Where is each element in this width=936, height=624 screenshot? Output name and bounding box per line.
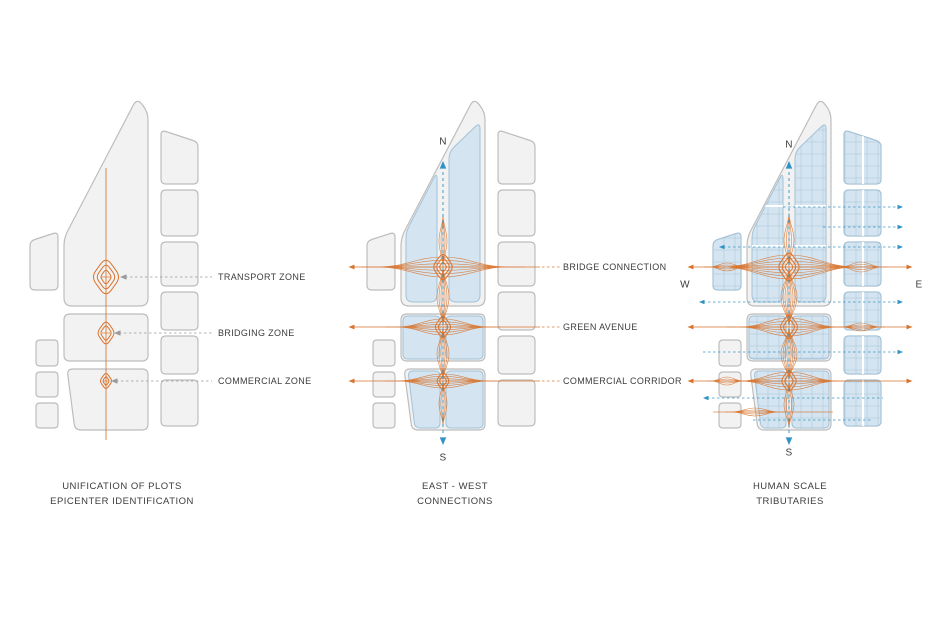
bridging-zone-marker-icon: [97, 321, 115, 345]
south-arrow-icon: [785, 437, 793, 445]
compass-north-middle: N: [439, 136, 447, 148]
compass-north-right: N: [785, 139, 793, 151]
leader-arrow-icon: [120, 274, 127, 280]
west-arrow-icon: [687, 264, 694, 270]
node-markers: [433, 253, 453, 390]
corridor-node-marker-icon: [781, 370, 797, 392]
label-leaders: [542, 266, 560, 382]
right-panel-drawing: [687, 100, 913, 445]
compass-east-right: E: [915, 279, 923, 291]
compass-south-right: S: [785, 447, 793, 459]
zone-label-transport: TRANSPORT ZONE: [218, 272, 306, 282]
epicenter-markers: [93, 259, 119, 390]
compass-west-right: W: [680, 279, 690, 291]
left-panel-drawing: [29, 100, 212, 440]
caption-line: CONNECTIONS: [417, 495, 493, 507]
compass-south-middle: S: [439, 452, 447, 464]
zone-label-commercial: COMMERCIAL ZONE: [218, 376, 312, 386]
west-arrow-icon: [687, 378, 694, 384]
connection-label-commercial-corridor: COMMERCIAL CORRIDOR: [563, 376, 682, 386]
north-arrow-icon: [439, 161, 447, 169]
corridor-node-marker-icon: [436, 372, 450, 390]
west-arrow-icon: [348, 378, 355, 384]
transport-zone-marker-icon: [93, 259, 119, 295]
leader-lines: [111, 274, 212, 384]
leader-arrow-icon: [114, 330, 121, 336]
blue-tributary-arrows: [699, 204, 903, 401]
caption-line: UNIFICATION OF PLOTS: [62, 481, 182, 492]
blue-tributary-lines: [703, 206, 899, 421]
caption-line: EPICENTER IDENTIFICATION: [50, 495, 194, 507]
zone-label-bridging: BRIDGING ZONE: [218, 328, 295, 338]
bridge-node-marker-icon: [778, 252, 800, 282]
avenue-node-marker-icon: [780, 314, 798, 340]
connection-label-bridge: BRIDGE CONNECTION: [563, 262, 667, 272]
east-west-tributaries: [687, 212, 913, 429]
middle-panel-drawing: [348, 100, 560, 445]
east-arrow-icon: [906, 264, 913, 270]
north-arrow-icon: [785, 161, 793, 169]
west-arrow-icon: [348, 264, 355, 270]
caption-right: HUMAN SCALE TRIBUTARIES: [670, 480, 910, 509]
commercial-zone-marker-icon: [100, 372, 112, 390]
west-arrow-icon: [348, 324, 355, 330]
west-arrow-icon: [687, 324, 694, 330]
node-markers: [778, 252, 800, 392]
avenue-node-marker-icon: [434, 316, 452, 338]
connection-label-green-avenue: GREEN AVENUE: [563, 322, 638, 332]
bridge-node-marker-icon: [433, 253, 453, 281]
caption-middle: EAST - WEST CONNECTIONS: [335, 480, 575, 509]
leader-arrow-icon: [111, 378, 118, 384]
south-arrow-icon: [439, 437, 447, 445]
caption-left: UNIFICATION OF PLOTS EPICENTER IDENTIFIC…: [2, 480, 242, 509]
east-arrow-icon: [906, 324, 913, 330]
caption-line: HUMAN SCALE: [752, 481, 828, 492]
caption-line: TRIBUTARIES: [756, 495, 824, 507]
caption-line: EAST - WEST: [421, 481, 489, 492]
east-arrow-icon: [906, 378, 913, 384]
